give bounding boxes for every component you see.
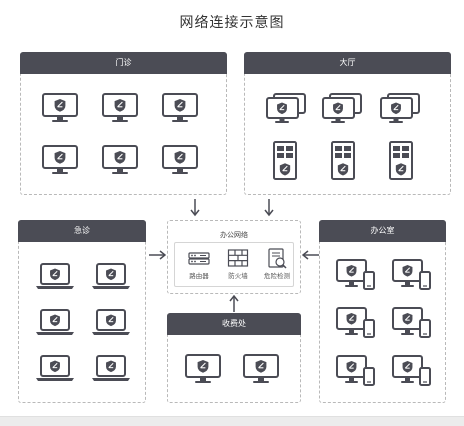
hall-panel: 大厅	[244, 52, 451, 195]
emergency-header: 急诊	[18, 220, 146, 242]
laptop-icon	[36, 355, 74, 381]
hall-header: 大厅	[244, 52, 451, 74]
dual-monitor-icon	[266, 93, 306, 123]
monitor-phone-icon	[336, 307, 375, 338]
arrow-right-icon	[149, 250, 166, 260]
monitor-phone-icon	[392, 259, 431, 290]
monitor-icon	[102, 145, 138, 174]
monitor-phone-icon	[392, 307, 431, 338]
cashier-header: 收费处	[167, 313, 301, 335]
cashier-panel: 收费处	[167, 313, 301, 403]
arrow-down-icon	[190, 199, 200, 217]
server-icon	[273, 141, 297, 180]
router-icon	[188, 252, 210, 265]
laptop-icon	[92, 355, 130, 381]
arrow-up-icon	[229, 295, 239, 312]
router-label: 路由器	[189, 272, 209, 280]
monitor-icon	[102, 93, 138, 122]
office-network-title: 办公网络	[220, 231, 248, 239]
server-icon	[331, 141, 355, 180]
threat-detection-label: 危险检测	[264, 272, 290, 280]
threat-detection-icon	[268, 248, 287, 269]
office-network-panel: 办公网络 路由器 防火墙	[167, 220, 301, 294]
laptop-icon	[92, 263, 130, 289]
monitor-phone-icon	[336, 259, 375, 290]
monitor-phone-icon	[392, 355, 431, 386]
firewall-label: 防火墙	[228, 272, 248, 280]
threat-detection-item: 危险检测	[257, 243, 297, 285]
monitor-icon	[243, 354, 279, 383]
office-panel: 办公室	[319, 220, 446, 403]
firewall-item: 防火墙	[218, 243, 258, 285]
monitor-icon	[162, 145, 198, 174]
monitor-icon	[42, 93, 78, 122]
laptop-icon	[36, 309, 74, 335]
laptop-icon	[92, 309, 130, 335]
firewall-icon	[227, 249, 249, 267]
monitor-icon	[185, 354, 221, 383]
bottom-bar	[0, 416, 464, 426]
monitor-icon	[162, 93, 198, 122]
diagram-title: 网络连接示意图	[179, 15, 285, 31]
dual-monitor-icon	[322, 93, 362, 123]
arrow-down-icon	[264, 199, 274, 217]
office-header: 办公室	[319, 220, 446, 242]
monitor-icon	[42, 145, 78, 174]
dual-monitor-icon	[380, 93, 420, 123]
outpatient-header: 门诊	[20, 52, 227, 74]
emergency-panel: 急诊	[18, 220, 146, 403]
server-icon	[389, 141, 413, 180]
monitor-phone-icon	[336, 355, 375, 386]
router-item: 路由器	[179, 243, 219, 285]
laptop-icon	[36, 263, 74, 289]
office-network-equipment: 路由器 防火墙 危险检测	[174, 242, 294, 287]
arrow-left-icon	[302, 250, 319, 260]
outpatient-panel: 门诊	[20, 52, 227, 195]
